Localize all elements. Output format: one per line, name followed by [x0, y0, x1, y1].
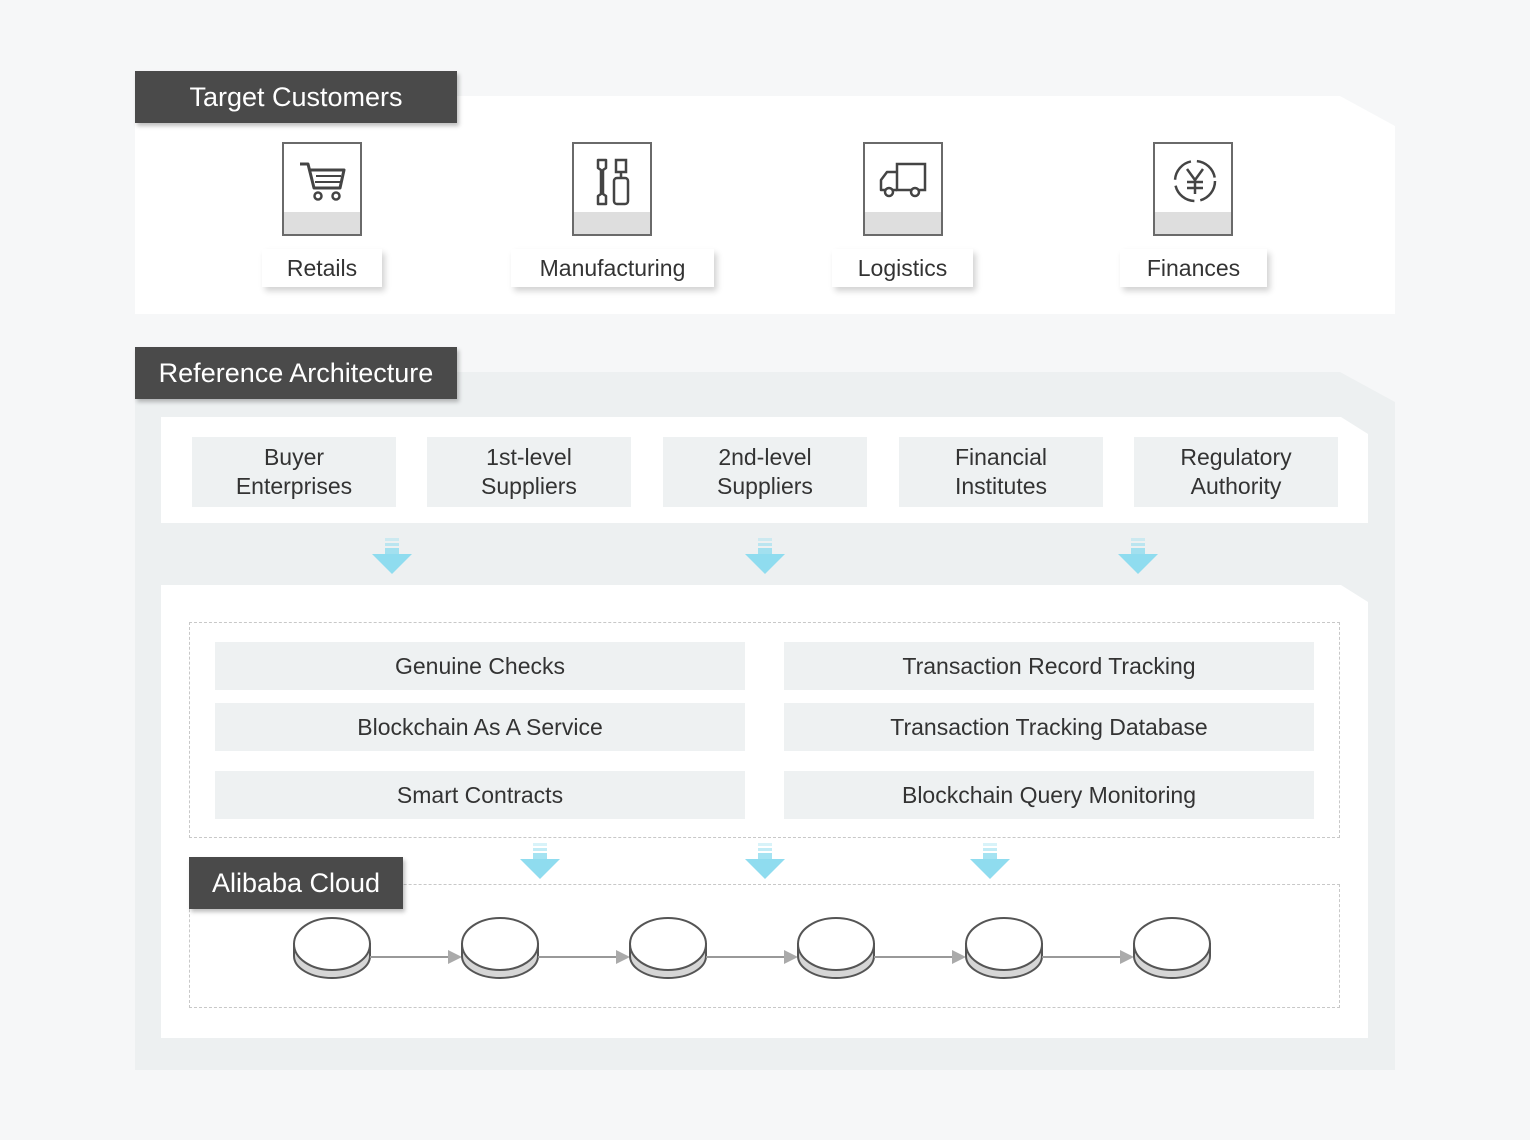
service-transaction-tracking-database: Transaction Tracking Database	[784, 703, 1314, 751]
chain-arrowhead-icon	[1120, 950, 1134, 964]
finances-label: Finances	[1120, 249, 1267, 287]
services-dashed-group	[189, 622, 1340, 838]
chain-arrowhead-icon	[448, 950, 462, 964]
blockchain-node-icon	[1133, 917, 1211, 979]
party-2nd-level-suppliers: 2nd-level Suppliers	[663, 437, 867, 507]
blockchain-node-icon	[461, 917, 539, 979]
chain-arrowhead-icon	[952, 950, 966, 964]
alibaba-cloud-title: Alibaba Cloud	[189, 857, 403, 909]
party-financial-institutes: Financial Institutes	[899, 437, 1103, 507]
blockchain-node-chain	[293, 917, 1211, 979]
down-arrow-icon	[372, 538, 412, 574]
down-arrow-icon	[745, 843, 785, 879]
party-1st-level-suppliers: 1st-level Suppliers	[427, 437, 631, 507]
blockchain-node-icon	[629, 917, 707, 979]
down-arrow-icon	[970, 843, 1010, 879]
service-smart-contracts: Smart Contracts	[215, 771, 745, 819]
retails-label: Retails	[262, 249, 382, 287]
manufacturing-icon-box	[572, 142, 652, 236]
service-transaction-record-tracking: Transaction Record Tracking	[784, 642, 1314, 690]
service-blockchain-as-a-service: Blockchain As A Service	[215, 703, 745, 751]
service-genuine-checks: Genuine Checks	[215, 642, 745, 690]
logistics-label: Logistics	[832, 249, 973, 287]
chain-arrowhead-icon	[616, 950, 630, 964]
manufacturing-label: Manufacturing	[511, 249, 714, 287]
party-regulatory-authority: Regulatory Authority	[1134, 437, 1338, 507]
down-arrow-icon	[745, 538, 785, 574]
tools-icon	[596, 158, 630, 206]
service-blockchain-query-monitoring: Blockchain Query Monitoring	[784, 771, 1314, 819]
blockchain-node-icon	[965, 917, 1043, 979]
cloud-dashed-group	[189, 884, 1340, 1008]
truck-icon	[879, 162, 927, 198]
down-arrow-icon	[520, 843, 560, 879]
finances-icon-box	[1153, 142, 1233, 236]
logistics-icon-box	[863, 142, 943, 236]
retails-icon-box	[282, 142, 362, 236]
chain-arrowhead-icon	[784, 950, 798, 964]
target-customers-title: Target Customers	[135, 71, 457, 123]
yen-coin-icon	[1173, 159, 1217, 203]
blockchain-node-icon	[293, 917, 371, 979]
reference-architecture-title: Reference Architecture	[135, 347, 457, 399]
shopping-cart-icon	[300, 162, 346, 201]
party-buyer-enterprises: Buyer Enterprises	[192, 437, 396, 507]
down-arrow-icon	[1118, 538, 1158, 574]
blockchain-node-icon	[797, 917, 875, 979]
